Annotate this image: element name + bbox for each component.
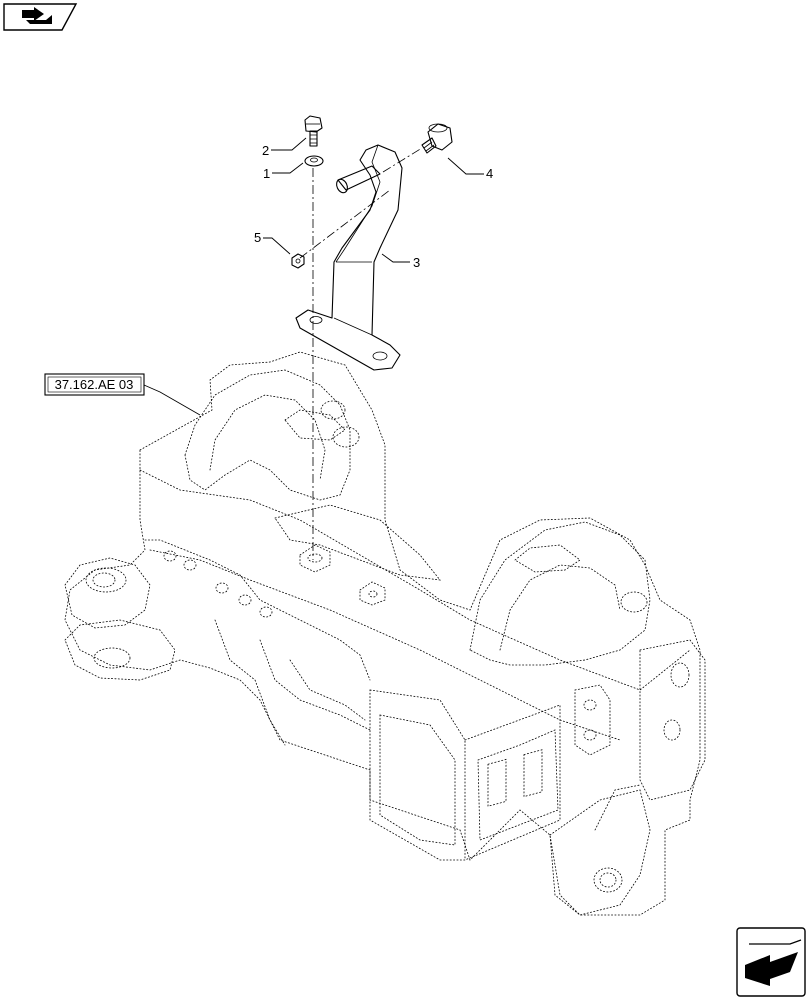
reference-link[interactable]: 37.162.AE 03 <box>44 373 201 416</box>
part-2-bolt <box>304 115 323 147</box>
next-page-arrow-icon[interactable] <box>736 927 806 997</box>
assembly-lines <box>299 147 423 560</box>
book-arrow-icon[interactable] <box>3 3 78 31</box>
callout-5: 5 <box>254 230 291 255</box>
callout-3: 3 <box>381 253 420 270</box>
part-4-knob <box>421 123 453 154</box>
reference-label: 37.162.AE 03 <box>55 377 134 392</box>
callout-4: 4 <box>447 157 493 181</box>
axle-support-frame <box>64 351 706 916</box>
svg-text:5: 5 <box>254 230 261 245</box>
svg-text:1: 1 <box>263 166 270 181</box>
callout-1: 1 <box>263 162 304 181</box>
callout-2: 2 <box>262 137 307 158</box>
part-5-nut <box>291 253 305 269</box>
svg-text:4: 4 <box>486 166 493 181</box>
part-1-washer <box>304 155 324 167</box>
svg-text:2: 2 <box>262 143 269 158</box>
svg-text:3: 3 <box>413 255 420 270</box>
